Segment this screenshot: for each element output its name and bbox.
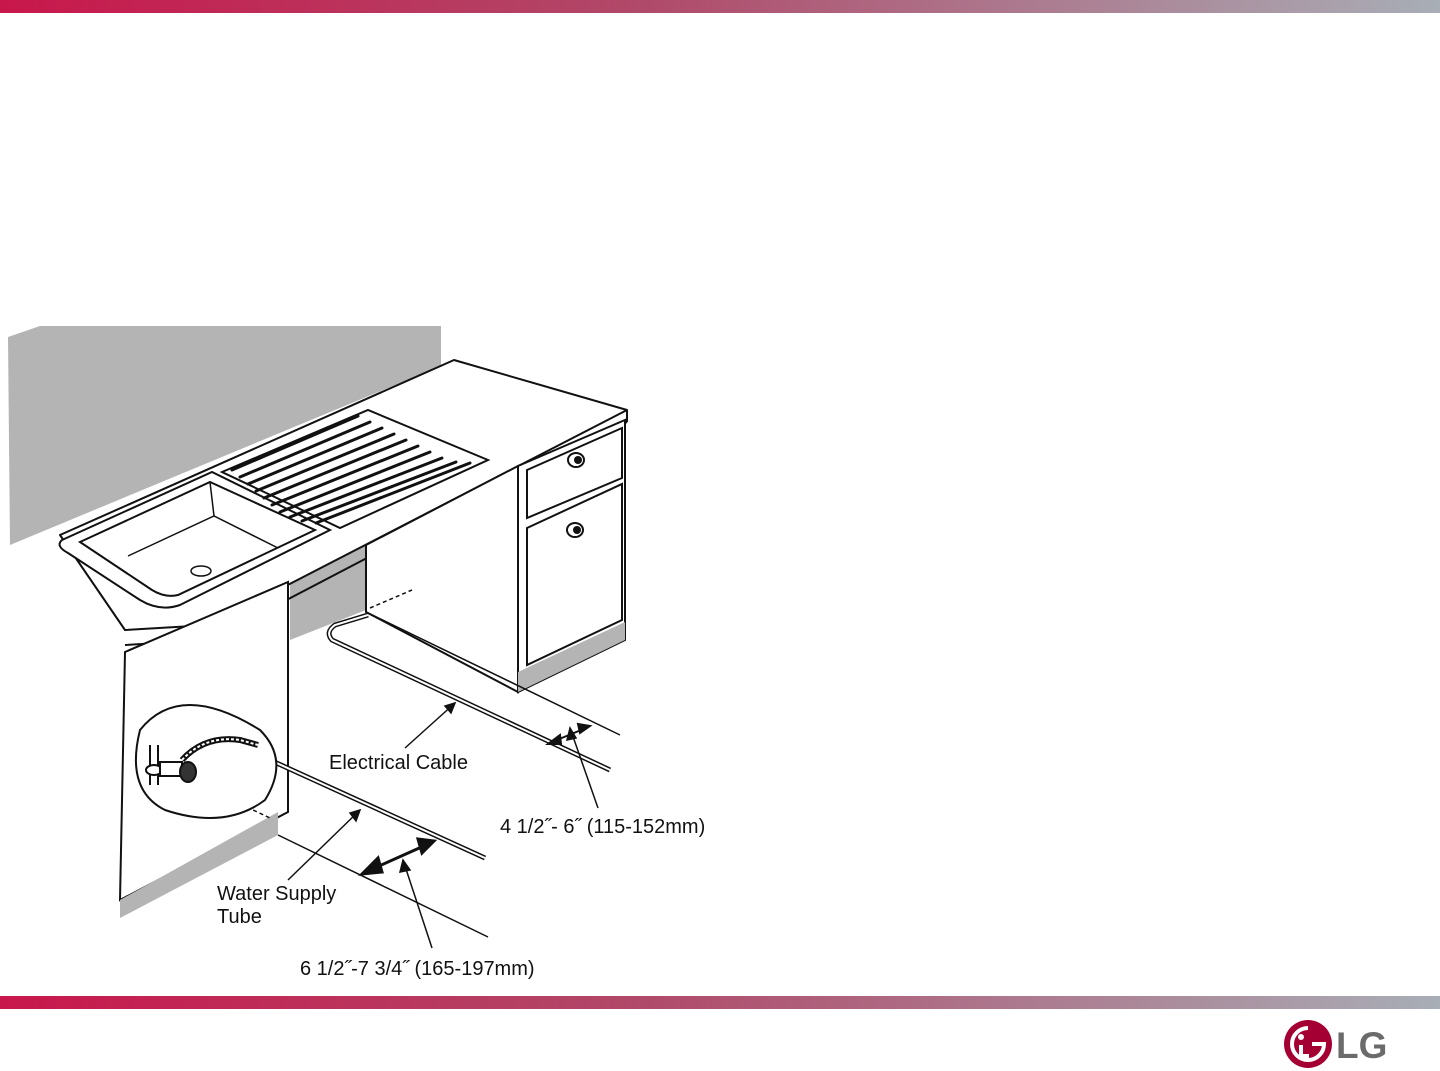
knob-icon xyxy=(566,522,584,538)
knob-icon xyxy=(567,452,585,468)
back-wall xyxy=(8,326,441,545)
dimension-arrow-cable xyxy=(545,722,593,745)
door-front xyxy=(526,482,623,667)
valve-callout xyxy=(134,704,278,819)
lg-logo-text: LG xyxy=(1336,1025,1387,1066)
lg-logo: LG xyxy=(1284,1020,1387,1068)
drainboard-grooves xyxy=(230,414,472,525)
label-water-supply-line2: Tube xyxy=(217,906,262,928)
cabinet-kickplate xyxy=(518,622,625,692)
left-kickplate xyxy=(120,812,278,918)
bottom-gradient-band xyxy=(0,996,1440,1009)
installation-diagram: Electrical Cable Water Supply Tube 4 1/2… xyxy=(8,326,705,980)
label-electrical-cable: Electrical Cable xyxy=(329,752,468,774)
sink-drain xyxy=(190,565,212,577)
label-dimension-cable: 4 1/2˝- 6˝ (115-152mm) xyxy=(500,816,705,838)
label-water-supply-line1: Water Supply xyxy=(217,883,336,905)
valve-icon xyxy=(145,736,259,785)
top-gradient-band xyxy=(0,0,1440,13)
sink-basin xyxy=(77,480,318,597)
label-dimension-water: 6 1/2˝-7 3/4˝ (165-197mm) xyxy=(300,958,535,980)
dimension-arrow-water xyxy=(357,837,438,876)
drawer-front xyxy=(526,426,623,520)
